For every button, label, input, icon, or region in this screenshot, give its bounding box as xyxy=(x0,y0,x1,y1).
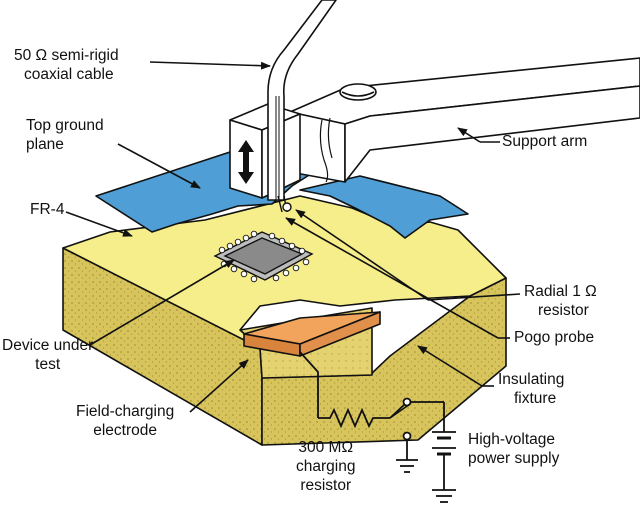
ps-label-line-1: High-voltage xyxy=(468,431,556,448)
probe-block xyxy=(229,103,301,199)
device-under-test xyxy=(213,230,314,283)
resistor-symbol-icon xyxy=(318,407,390,429)
cr-label-line-1: 300 MΩ xyxy=(298,439,354,456)
ground-symbol-icon xyxy=(432,489,456,503)
fr4-label: FR-4 xyxy=(30,200,64,219)
fce-label-line-1: Field-charging xyxy=(76,403,175,420)
coax-label-line-1: 50 Ω semi-rigid xyxy=(14,47,119,64)
if-label-line-1: Insulating xyxy=(498,371,565,388)
rr-label-line-2: resistor xyxy=(538,302,589,319)
top-ground-label-line-2: plane xyxy=(26,136,64,153)
cr-label-line-2: charging xyxy=(296,458,356,475)
dut-label-line-2: test xyxy=(35,356,61,373)
device-under-test-label: Device under test xyxy=(2,336,93,374)
top-ground-label-line-1: Top ground xyxy=(26,117,104,134)
double-arrow-icon xyxy=(238,140,254,184)
charging-resistor-label: 300 MΩ charging resistor xyxy=(296,438,355,495)
field-charging-electrode-label: Field-charging electrode xyxy=(76,402,174,440)
coax-cable-label: 50 Ω semi-rigid coaxial cable xyxy=(14,46,119,84)
rr-label-line-1: Radial 1 Ω xyxy=(524,283,597,300)
battery-symbol-icon xyxy=(432,431,456,456)
fr4-label-text: FR-4 xyxy=(30,201,65,218)
support-arm-label-text: Support arm xyxy=(502,133,588,150)
pogo-probe-label-text: Pogo probe xyxy=(514,329,595,346)
support-arm xyxy=(289,57,640,183)
field-charging-electrode xyxy=(243,311,381,357)
leader-lines xyxy=(65,61,499,419)
cr-label-line-3: resistor xyxy=(300,477,352,494)
power-supply-label: High-voltage power supply xyxy=(468,430,559,468)
radial-resistor xyxy=(282,202,292,212)
ground-symbol-icon xyxy=(396,459,418,473)
coaxial-cable xyxy=(267,0,337,201)
radial-resistor-label: Radial 1 Ω resistor xyxy=(524,282,597,320)
pogo-probe-label: Pogo probe xyxy=(514,328,594,347)
support-arm-label: Support arm xyxy=(502,132,587,151)
insulating-fixture-label: Insulating fixture xyxy=(498,370,564,408)
fce-label-line-2: electrode xyxy=(93,422,157,439)
coax-label-line-2: coaxial cable xyxy=(24,66,114,83)
pogo-probe xyxy=(277,195,292,213)
support-arm-hole xyxy=(339,83,377,101)
dut-label-line-1: Device under xyxy=(2,337,94,354)
top-ground-plane-label: Top ground plane xyxy=(26,116,104,154)
ps-label-line-2: power supply xyxy=(468,450,560,467)
if-label-line-2: fixture xyxy=(514,390,557,407)
